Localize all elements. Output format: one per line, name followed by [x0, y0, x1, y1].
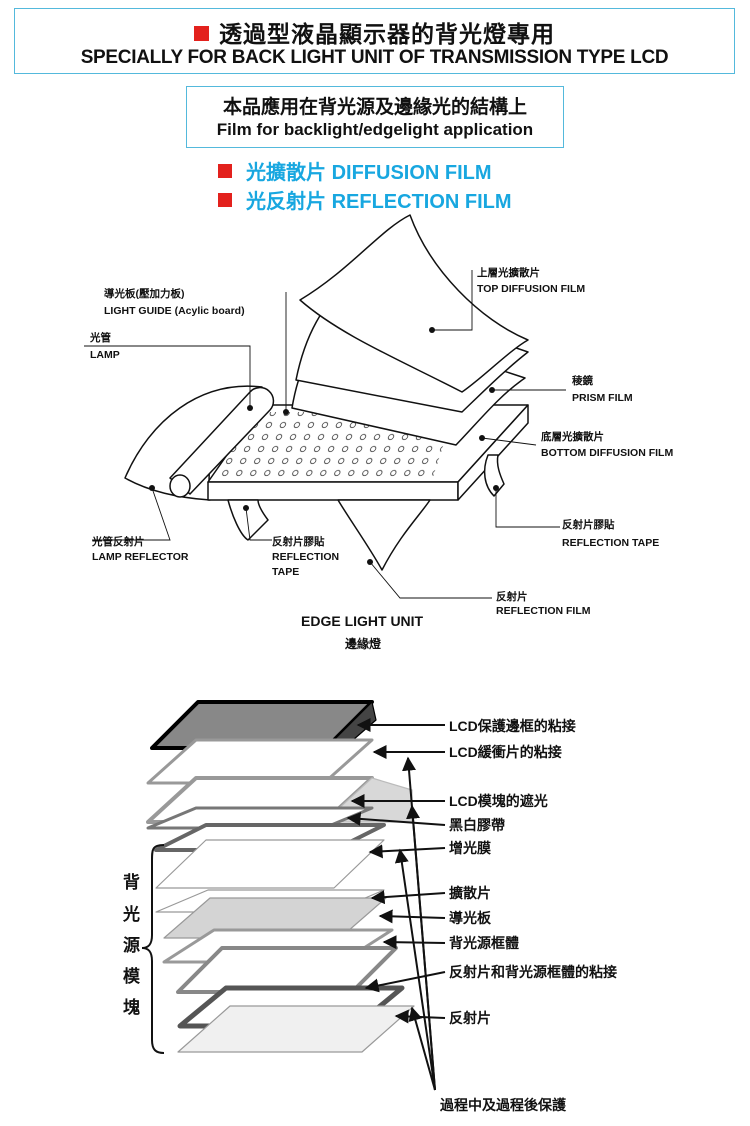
- module-brace: [141, 844, 165, 1054]
- label-bw-tape: 黑白膠帶: [449, 817, 505, 833]
- label-reflection-tape-left-en2: TAPE: [272, 566, 299, 578]
- reflection-tape-left: [227, 499, 269, 541]
- module-char: 光: [122, 904, 140, 924]
- top-diffusion-film: [299, 214, 529, 393]
- layer-bottom-protect: [177, 1005, 415, 1053]
- label-top-diffusion-en: TOP DIFFUSION FILM: [477, 283, 585, 295]
- label-reflection-tape-right-zh: 反射片膠貼: [562, 518, 615, 531]
- label-reflection-tape-left-zh: 反射片膠貼: [272, 535, 325, 548]
- label-reflection-tape-right-en: REFLECTION TAPE: [562, 537, 659, 549]
- label-light-guide-zh: 導光板(壓加力板): [104, 287, 185, 300]
- red-square-icon: [218, 164, 232, 178]
- label-brightness-film: 增光膜: [449, 840, 491, 856]
- label-reflection-film-en: REFLECTION FILM: [496, 605, 591, 617]
- label-reflection-adhesive: 反射片和背光源框體的粘接: [449, 964, 617, 980]
- module-char: 模: [123, 966, 141, 986]
- label-bottom-diffusion-en: BOTTOM DIFFUSION FILM: [541, 447, 673, 459]
- label-backlight-frame: 背光源框體: [449, 935, 519, 951]
- caption-en: EDGE LIGHT UNIT: [301, 613, 424, 629]
- application-en: Film for backlight/edgelight application: [216, 120, 534, 139]
- label-bottom-diffusion-zh: 底層光擴散片: [541, 430, 604, 443]
- red-square-icon: [218, 193, 232, 207]
- label-process-protect: 過程中及過程後保護: [439, 1097, 567, 1113]
- label-diffusion: 擴散片: [449, 885, 491, 901]
- label-lamp-reflector-en: LAMP REFLECTOR: [92, 551, 189, 563]
- module-char: 背: [123, 872, 140, 892]
- label-light-guide: 導光板: [449, 910, 492, 926]
- application-box: 本品應用在背光源及邊緣光的結構上 Film for backlight/edge…: [186, 86, 564, 148]
- label-prism-zh: 稜鏡: [572, 374, 593, 387]
- title-zh: 透過型液晶顯示器的背光燈專用: [15, 15, 734, 49]
- module-char: 塊: [123, 997, 140, 1017]
- label-lamp-en: LAMP: [90, 349, 120, 361]
- title-box: 透過型液晶顯示器的背光燈專用 SPECIALLY FOR BACK LIGHT …: [14, 8, 735, 74]
- light-guide-side: [457, 404, 529, 501]
- label-reflection: 反射片: [449, 1010, 491, 1026]
- label-prism-en: PRISM FILM: [572, 392, 633, 404]
- edge-light-diagram: 上層光擴散片 TOP DIFFUSION FILM 導光板(壓加力板) LIGH…: [84, 214, 673, 651]
- label-reflection-tape-left-en1: REFLECTION: [272, 551, 339, 563]
- product-reflection: 光反射片 REFLECTION FILM: [218, 185, 512, 214]
- label-reflection-film-zh: 反射片: [496, 590, 528, 603]
- label-lamp-reflector-zh: 光管反射片: [91, 535, 145, 548]
- reflection-film: [337, 499, 431, 571]
- label-top-diffusion-zh: 上層光擴散片: [477, 266, 540, 279]
- application-zh: 本品應用在背光源及邊緣光的結構上: [222, 96, 527, 118]
- layer-enhancement: [155, 839, 385, 889]
- module-char: 源: [123, 935, 140, 955]
- title-en: SPECIALLY FOR BACK LIGHT UNIT OF TRANSMI…: [80, 47, 669, 68]
- label-lcd-shading: LCD模塊的遮光: [449, 793, 548, 809]
- label-lcd-buffer-bond: LCD緩衝片的粘接: [449, 744, 562, 760]
- reflection-tape-right: [483, 454, 505, 497]
- lamp-tube: [169, 386, 275, 495]
- caption-zh: 邊緣燈: [345, 636, 382, 651]
- product-diffusion: 光擴散片 DIFFUSION FILM: [218, 156, 492, 185]
- label-light-guide-en: LIGHT GUIDE (Acylic board): [104, 305, 245, 317]
- label-lamp-zh: 光管: [89, 331, 111, 344]
- label-lcd-frame-bond: LCD保護邊框的粘接: [449, 718, 576, 734]
- red-square-icon: [194, 26, 209, 41]
